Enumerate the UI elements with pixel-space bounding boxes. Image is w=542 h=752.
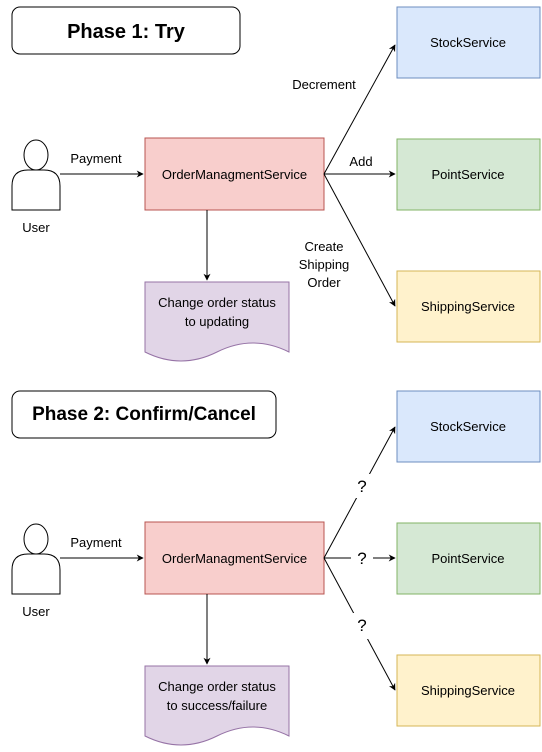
user-actor-icon xyxy=(11,139,61,211)
status-document-line-2: to updating xyxy=(185,314,249,329)
phase-2-title: Phase 2: Confirm/Cancel xyxy=(32,404,256,425)
phase-1-title-box xyxy=(11,6,241,55)
user-actor-icon xyxy=(11,523,61,595)
status-document-node xyxy=(144,665,290,746)
stock-edge-question: ? xyxy=(357,477,366,496)
point-service-node xyxy=(396,138,541,211)
order-management-service-label: OrderManagmentService xyxy=(162,551,307,566)
order-management-service-label: OrderManagmentService xyxy=(162,167,307,182)
shipping-service-node xyxy=(396,654,541,727)
point-service-node xyxy=(396,522,541,595)
create-shipping-order-line-3: Order xyxy=(307,275,341,290)
create-shipping-order-line-1: Create xyxy=(304,239,343,254)
payment-label: Payment xyxy=(70,151,122,166)
phase-1-group: Phase 1: Try User Payment OrderManagment… xyxy=(11,6,541,362)
add-label: Add xyxy=(349,154,372,169)
order-management-service-node xyxy=(144,521,325,595)
status-document-line-2: to success/failure xyxy=(167,698,267,713)
stock-service-node xyxy=(396,6,541,79)
status-document-node xyxy=(144,281,290,362)
user-label: User xyxy=(22,604,50,619)
phase-2-group: Phase 2: Confirm/Cancel User Payment Ord… xyxy=(11,390,541,746)
shipping-service-label: ShippingService xyxy=(421,299,515,314)
payment-label: Payment xyxy=(70,535,122,550)
point-edge-question: ? xyxy=(357,549,366,568)
shipping-service-node xyxy=(396,270,541,343)
shipping-edge-question: ? xyxy=(357,616,366,635)
stock-edge xyxy=(323,44,396,175)
order-management-service-node xyxy=(144,137,325,211)
point-service-label: PointService xyxy=(432,167,505,182)
shipping-edge xyxy=(323,173,396,307)
user-label: User xyxy=(22,220,50,235)
phase-1-title: Phase 1: Try xyxy=(67,21,186,43)
shipping-service-label: ShippingService xyxy=(421,683,515,698)
decrement-label: Decrement xyxy=(292,77,356,92)
create-shipping-order-line-2: Shipping xyxy=(299,257,350,272)
point-service-label: PointService xyxy=(432,551,505,566)
stock-service-node xyxy=(396,390,541,463)
status-document-line-1: Change order status xyxy=(158,295,276,310)
phase-2-title-box xyxy=(11,390,277,439)
stock-service-label: StockService xyxy=(430,419,506,434)
status-document-line-1: Change order status xyxy=(158,679,276,694)
stock-service-label: StockService xyxy=(430,35,506,50)
